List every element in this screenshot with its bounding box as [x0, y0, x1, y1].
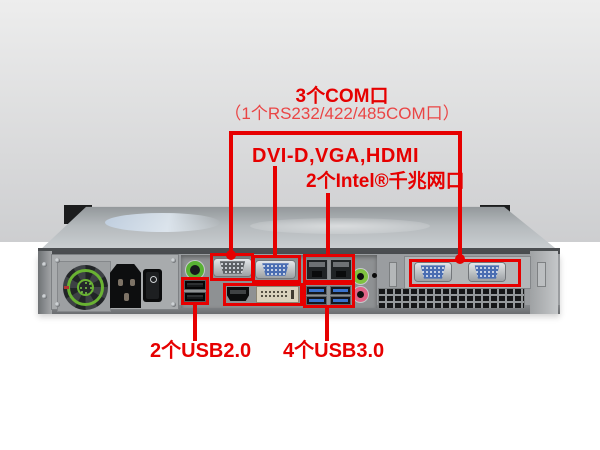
screw	[42, 262, 47, 267]
annotation-display-label: DVI-D,VGA,HDMI	[252, 145, 419, 167]
annotation-com-subtitle: （1个RS232/422/485COM口）	[224, 104, 460, 123]
screw	[55, 258, 60, 263]
vent-grille	[378, 288, 525, 309]
lan-port-2	[330, 259, 352, 280]
bottom-rail	[38, 305, 560, 314]
cover-edge-shadow	[38, 248, 560, 256]
highlight-box-hdmi-dvi	[223, 283, 303, 306]
highlight-box-lan	[303, 254, 355, 283]
highlight-box-vga	[252, 255, 301, 283]
usb3-port-2	[330, 286, 351, 295]
ac-power-inlet	[110, 264, 141, 308]
usb3-port-4	[330, 296, 351, 305]
usb3-port-3	[306, 296, 327, 305]
annotation-com-title: 3个COM口	[295, 86, 389, 107]
com-port-2	[415, 263, 451, 281]
top-cover-reflection	[250, 218, 430, 234]
usb2-port-1	[184, 280, 206, 290]
com-bracket-dot-left	[226, 250, 236, 260]
audio-jack-mic	[353, 287, 368, 302]
cooling-fan	[63, 265, 108, 310]
vga-port	[256, 261, 295, 278]
right-latch-slot	[537, 262, 546, 287]
usb2-port-2	[184, 292, 206, 302]
usb2-leader-line	[193, 304, 197, 341]
power-switch	[143, 269, 162, 302]
highlight-box-usb2	[181, 277, 209, 305]
annotation-usb3-label: 4个USB3.0	[283, 340, 385, 362]
usb3-leader-line	[325, 307, 329, 341]
backdrop	[0, 0, 600, 242]
screw	[42, 294, 47, 299]
highlight-box-usb3	[303, 282, 355, 308]
com-bracket-line-horizontal	[229, 131, 462, 135]
fan-red-mark	[64, 286, 69, 289]
com-port-1	[214, 259, 251, 276]
usb3-port-1	[306, 286, 327, 295]
com-bracket-dot-right	[455, 254, 465, 264]
screw	[171, 302, 176, 307]
screw	[55, 302, 60, 307]
dvi-port	[256, 286, 299, 303]
annotation-usb2-label: 2个USB2.0	[150, 340, 252, 362]
fan-hub	[76, 278, 94, 296]
annotation-lan-label: 2个Intel®千兆网口	[306, 171, 465, 192]
com-bracket-line-right	[458, 131, 462, 261]
panel-hole	[372, 273, 377, 278]
audio-jack-lineout	[353, 269, 368, 284]
lan-port-1	[306, 259, 328, 280]
hdmi-port	[227, 287, 249, 301]
display-leader-line	[273, 166, 277, 257]
top-cover-label	[105, 213, 220, 232]
expansion-slot-blank	[389, 262, 397, 287]
left-side-wall	[38, 251, 52, 314]
com-bracket-line-left	[229, 131, 233, 256]
com-port-3	[469, 263, 505, 281]
highlight-box-com23	[409, 259, 521, 287]
lan-leader-line	[326, 193, 330, 256]
screw	[171, 258, 176, 263]
